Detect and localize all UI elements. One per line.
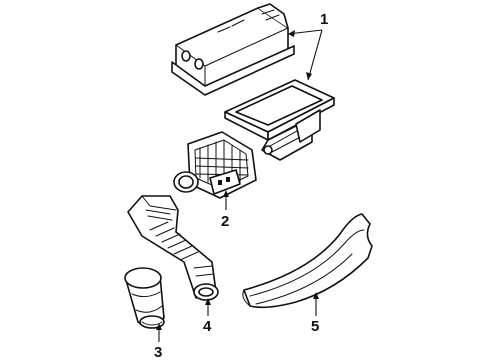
callout-5: 5	[311, 318, 319, 335]
callout-3: 3	[154, 344, 162, 360]
air-duct	[242, 213, 373, 309]
intake-hose	[127, 195, 219, 301]
callout-4: 4	[203, 318, 212, 335]
callout-1: 1	[320, 11, 328, 28]
air-flow-meter	[173, 131, 257, 199]
callout-2: 2	[221, 213, 229, 230]
leader-lines	[156, 29, 323, 342]
inlet-duct	[124, 267, 165, 329]
air-cleaner-housing	[224, 79, 335, 161]
air-cleaner-cover	[171, 3, 295, 96]
